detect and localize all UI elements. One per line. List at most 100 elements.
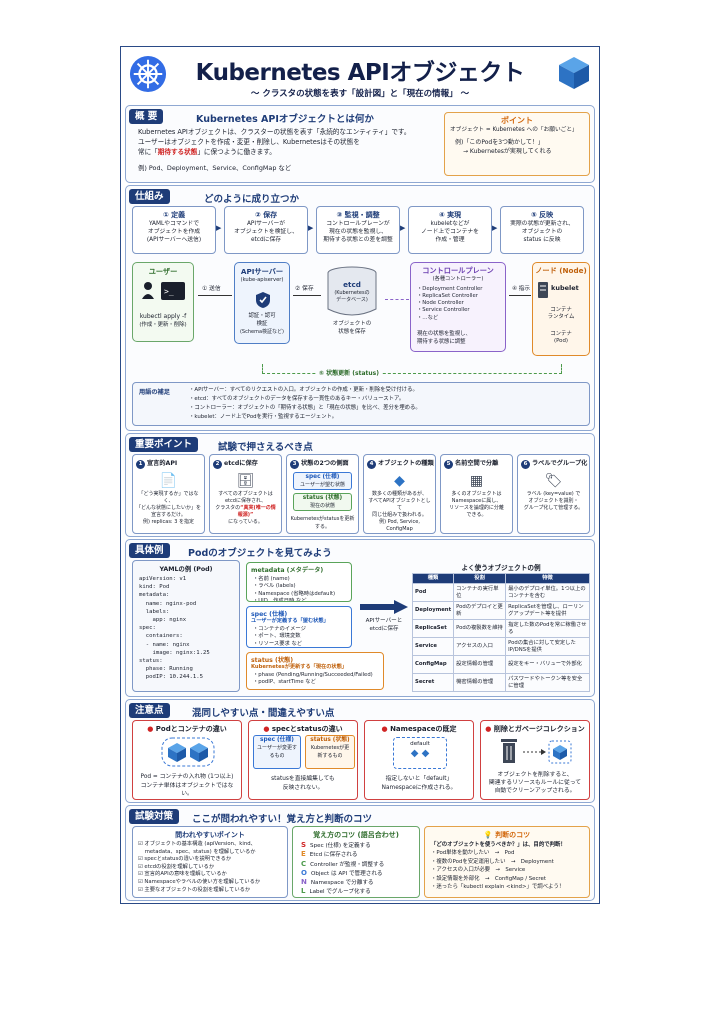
- table-cell: 設定をキー・バリューで外部化: [505, 655, 590, 674]
- etcd-sub2: データベース): [336, 297, 368, 303]
- save-arrow: [293, 295, 321, 296]
- status-feedback-arrow: [262, 364, 562, 374]
- status-title: status (状態): [251, 657, 294, 664]
- exam-tag: 試験対策: [129, 809, 180, 824]
- important-card-desc: etcdに保存され、: [224, 498, 266, 504]
- save-label: ② 保存: [295, 286, 314, 292]
- status-chip-label: status (状態): [302, 495, 343, 501]
- api-auth: 認証・認可: [248, 313, 276, 319]
- step-desc: 現在の状態を監視し、: [329, 229, 387, 235]
- overview-example: 例) Pod、Deployment、Service、ConfigMap など: [138, 164, 292, 172]
- table-cell: 設定情報の管理: [453, 655, 507, 674]
- yaml-line: - name: nginx: [139, 641, 190, 648]
- document-icon: 📄: [159, 473, 178, 489]
- yaml-title: YAMLの例 (Pod): [159, 566, 213, 573]
- table-header-row: 種類役割特徴: [411, 573, 590, 584]
- important-card-desc: できる。: [466, 512, 487, 518]
- mnemonic-letter: C: [301, 859, 307, 868]
- etcd-box: etcd (Kubernetesの データベース) オブジェクトの 状態を保存: [322, 266, 382, 356]
- judgement-item: ・迷ったら「kubectl explain <kind>」で調べよう！: [431, 884, 565, 891]
- order-arrow: [509, 295, 531, 296]
- example-list-item: ・podIP、startTime など: [253, 679, 316, 686]
- send-label: ① 送信: [202, 286, 221, 292]
- glossary-item: ・APIサーバー：すべてのリクエストの入口。オブジェクトの作成・更新・削除を受け…: [189, 387, 418, 393]
- overview-section: 概 要 Kubernetes APIオブジェクトとは何か Kubernetes …: [125, 105, 595, 183]
- important-card-desc: 「どんな状態にしたいか」を: [136, 505, 202, 511]
- exam-point-item: ☑ Namespaceやラベルの使い方を理解しているか: [138, 878, 261, 885]
- api-server-sub: (kube-apiserver): [240, 277, 284, 283]
- caution-pod-desc1: Pod = コンテナの入れ物 (1つ以上): [140, 774, 234, 780]
- step-desc: ノード上でコンテナを: [421, 229, 479, 235]
- status-box: status (状態) Kubernetesが更新する「現在の状態」 ・phas…: [246, 652, 384, 690]
- caution-ns-title: Namespaceの既定: [390, 725, 457, 733]
- controller-item: ・Node Controller: [417, 300, 464, 307]
- database-icon: [327, 266, 377, 316]
- status-list: ・phase (Pending/Running/Succeeded/Failed…: [247, 672, 383, 687]
- step-title: ④ 実現: [438, 211, 462, 219]
- exam-points-box: 問われやすいポイント ☑ オブジェクトの基本構造 (apiVersion、kin…: [132, 826, 288, 898]
- important-heading: 試験で押さえるべき点: [218, 442, 313, 453]
- step-desc: status に反映: [523, 237, 561, 243]
- step-desc: オブジェクトを検証し、: [234, 229, 298, 235]
- table-cell: Secret: [411, 673, 455, 692]
- spec-chip-label: spec (仕様): [305, 474, 340, 480]
- caution-card-spec-status: ● specとstatusの違い spec (仕様) ユーザーが変更するもの s…: [248, 720, 358, 800]
- database-icon: 🗄: [236, 473, 255, 489]
- step-desc: 作成・管理: [435, 237, 465, 243]
- caution-tag: 注意点: [129, 703, 170, 718]
- kubelet-label: kubelet: [551, 284, 579, 292]
- example-list-item: ・phase (Pending/Running/Succeeded/Failed…: [253, 671, 373, 678]
- mnemonic-letter: O: [301, 868, 307, 877]
- table-cell: Podの複製数を維持: [453, 619, 507, 638]
- step-arrow-icon: ▶: [216, 224, 222, 232]
- judgement-item: ・アクセスの入口が必要 → Service: [431, 867, 526, 874]
- judgement-list: 「どのオブジェクトを使うべきか？」は、目的で判断！・Pod単体を動かしたい → …: [425, 840, 589, 892]
- example-list-item: ・名前 (name): [253, 576, 290, 582]
- spec-chip: spec (仕様) ユーザーが望む状態: [293, 472, 352, 490]
- important-card-desc: 数多くの種類があるが、: [372, 491, 427, 497]
- judgement-title: 判断のコツ: [495, 831, 531, 839]
- glossary-box: 用語の補足 ・APIサーバー：すべてのリクエストの入口。オブジェクトの作成・更新…: [132, 382, 590, 426]
- important-card-title-text: ラベルでグループ化: [532, 460, 588, 467]
- node-title: ノード (Node): [535, 266, 587, 275]
- yaml-line: app: nginx: [139, 617, 187, 624]
- glossary-item: ・etcd：すべてのオブジェクトのデータを保存する一貫性のあるキー・バリュースト…: [189, 396, 405, 402]
- exam-point-item: ☑ etcdの役割を理解しているか: [138, 863, 215, 870]
- spec-chip-sub: ユーザーが望む状態: [300, 482, 345, 488]
- status-chip: status (状態)現在の状態: [293, 493, 352, 511]
- send-arrow: [198, 295, 232, 296]
- glossary-item: ・kubelet：ノード上でPodを実行・監視するエージェント。: [189, 414, 338, 420]
- important-card-title-text: オブジェクトの種類: [378, 460, 434, 467]
- mnemonic-text: Etcd に保存される: [309, 852, 358, 859]
- step-desc: (APIサーバーへ送信): [146, 237, 202, 243]
- exam-heading: ここが問われやすい！覚え方と判断のコツ: [192, 814, 373, 825]
- alert-icon: ●: [147, 725, 154, 733]
- cp-desc2: 期待する状態に調整: [417, 339, 466, 345]
- controller-item: ・Service Controller: [417, 307, 470, 314]
- important-card-desc: リソースを論理的に分離: [449, 505, 504, 511]
- important-card-title-text: etcdに保存: [224, 460, 258, 467]
- caution-spec-title: specとstatusの違い: [271, 725, 343, 733]
- table-cell: アクセスの入口: [453, 637, 507, 656]
- table-cell: パスワードやトークン等を安全に管理: [505, 673, 590, 692]
- judgement-item: ・Pod単体を動かしたい → Pod: [431, 850, 515, 857]
- etcd-title: etcd: [343, 280, 361, 289]
- object-table-title: よく使うオブジェクトの例: [461, 564, 541, 572]
- etcd-desc2: 状態を保存: [338, 329, 366, 335]
- step-arrow-icon: ▶: [308, 224, 314, 232]
- number-badge: 5: [444, 460, 453, 469]
